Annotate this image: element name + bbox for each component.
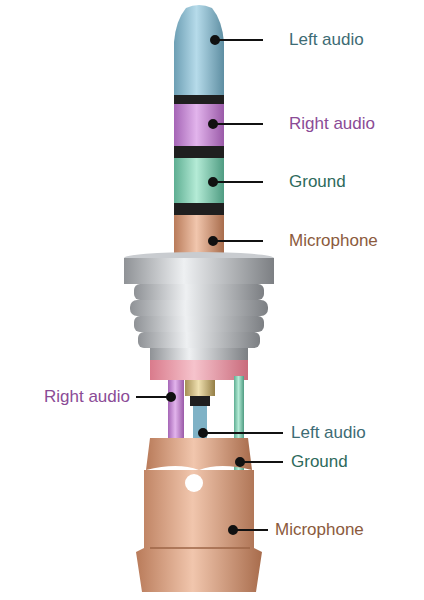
insulator (190, 396, 210, 406)
part-label: Left audio (289, 30, 364, 50)
leader-lines (136, 36, 283, 534)
tip (174, 5, 224, 95)
insulator-body (150, 360, 248, 380)
insulator-ring (174, 203, 224, 215)
lug-hole (185, 474, 203, 492)
center-pin (185, 380, 215, 396)
part-label: Right audio (289, 114, 375, 134)
nut-base (150, 348, 248, 360)
crimp-edge (150, 547, 250, 549)
part-label: Left audio (291, 423, 366, 443)
thread (130, 284, 268, 348)
ground-lug (234, 376, 244, 478)
ring-1 (174, 104, 224, 146)
ring-2 (174, 158, 224, 203)
sleeve (174, 215, 224, 257)
part-label: Ground (291, 452, 348, 472)
nut-flange (124, 258, 274, 284)
part-label: Microphone (289, 231, 378, 251)
part-label: Microphone (275, 520, 364, 540)
insulator-ring (174, 146, 224, 158)
part-label: Ground (289, 172, 346, 192)
insulator-ring (174, 95, 224, 104)
sleeve-lug-top (146, 438, 252, 470)
part-label: Right audio (44, 387, 130, 407)
